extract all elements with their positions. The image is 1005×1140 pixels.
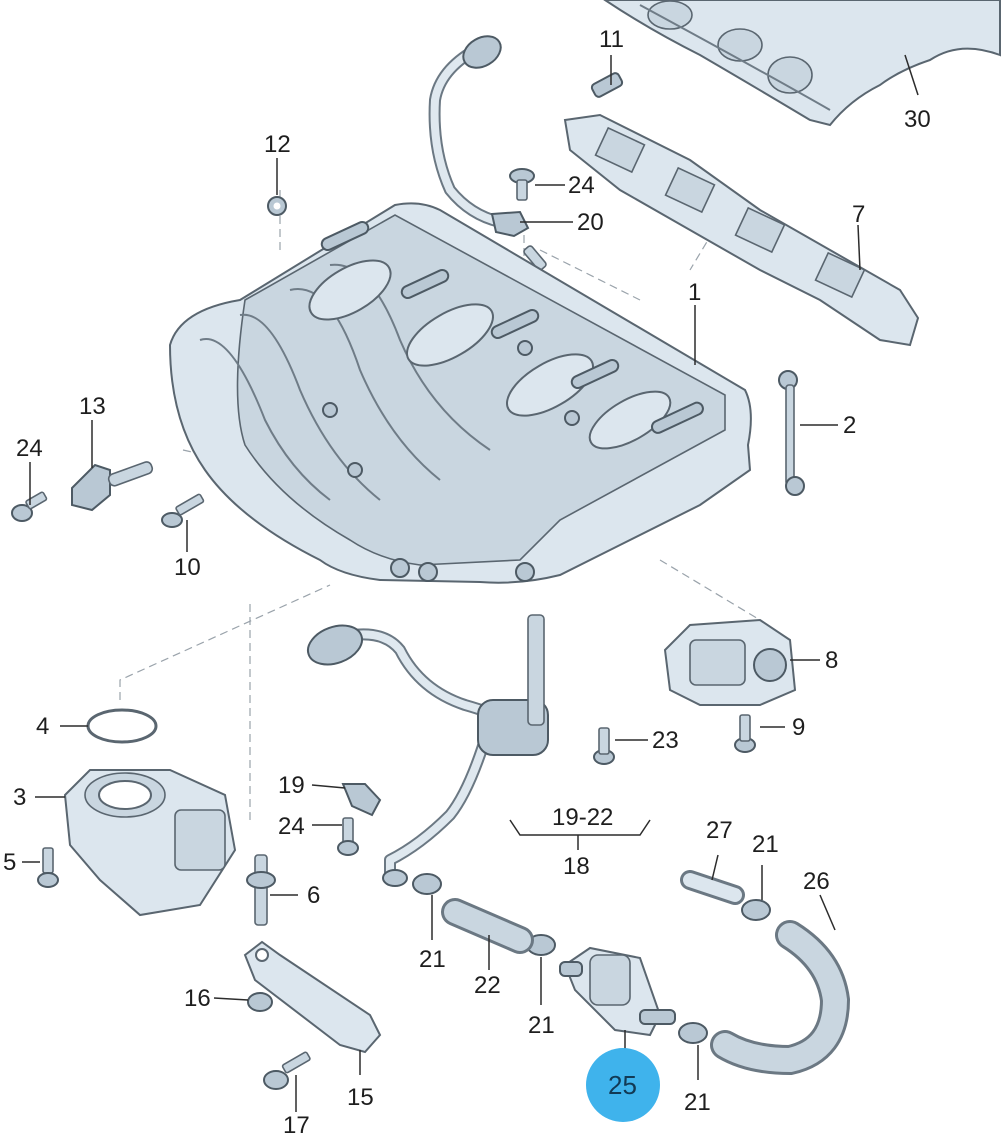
part-2-linkage-rod xyxy=(778,370,805,496)
callout-8: 8 xyxy=(825,647,838,674)
part-6-stud xyxy=(246,854,276,926)
part-11-stud xyxy=(590,72,624,98)
upper-breather-hose xyxy=(428,35,506,228)
callout-21-middle: 21 xyxy=(528,1012,555,1039)
part-24-screw-left xyxy=(11,491,48,522)
part-16-nut xyxy=(247,992,273,1012)
callout-4: 4 xyxy=(36,713,49,740)
part-5-screw xyxy=(37,847,59,888)
callout-2: 2 xyxy=(843,412,856,439)
callout-3: 3 xyxy=(13,784,26,811)
part-4-o-ring xyxy=(86,708,158,744)
callout-23: 23 xyxy=(652,727,679,754)
callout-15: 15 xyxy=(347,1084,374,1111)
callout-12: 12 xyxy=(264,131,291,158)
part-30-upper-manifold xyxy=(603,0,1001,127)
part-7-gasket xyxy=(563,113,920,347)
part-10-screw xyxy=(161,493,205,528)
leader-lines xyxy=(22,54,919,1112)
callout-19: 19 xyxy=(278,772,305,799)
part-23-screw xyxy=(593,727,615,765)
part-27-short-hose xyxy=(680,870,745,905)
highlight-circle-25 xyxy=(586,1048,660,1122)
part-22-hose xyxy=(441,898,534,954)
callout-27: 27 xyxy=(706,817,733,844)
callout-10: 10 xyxy=(174,554,201,581)
callout-13: 13 xyxy=(79,393,106,420)
part-26-long-hose xyxy=(710,920,851,1076)
callout-21-bottom: 21 xyxy=(684,1089,711,1116)
callout-9: 9 xyxy=(792,714,805,741)
part-24-screw-middle xyxy=(337,817,359,856)
part-20-clip xyxy=(490,210,547,271)
callout-5: 5 xyxy=(3,849,16,876)
callout-21-upper-right: 21 xyxy=(752,831,779,858)
callout-24-left: 24 xyxy=(16,435,43,462)
callout-20: 20 xyxy=(577,209,604,236)
lower-breather-hose xyxy=(306,614,549,887)
part-1-intake-manifold xyxy=(168,202,752,584)
part-8-actuator xyxy=(663,618,797,706)
part-17-screw xyxy=(263,1051,311,1090)
callout-17: 17 xyxy=(283,1112,310,1139)
callout-21-left: 21 xyxy=(419,946,446,973)
part-19-clip xyxy=(341,783,382,817)
callout-16: 16 xyxy=(184,985,211,1012)
callout-11: 11 xyxy=(599,26,624,53)
part-12-nut xyxy=(267,196,287,216)
part-25-valve xyxy=(559,946,676,1037)
part-3-throttle-body xyxy=(63,769,237,917)
callout-7: 7 xyxy=(852,201,865,228)
part-24-screw-top xyxy=(509,168,535,201)
part-9-screw xyxy=(734,714,756,753)
part-15-bracket xyxy=(243,940,382,1054)
callout-6: 6 xyxy=(307,882,320,909)
callout-24-middle: 24 xyxy=(278,813,305,840)
callout-18: 18 xyxy=(563,853,590,880)
callout-25: 25 xyxy=(608,1070,637,1100)
part-13-sensor xyxy=(71,461,154,512)
callout-labels: 11 30 12 24 20 7 1 2 13 24 10 8 9 23 4 3… xyxy=(3,26,931,1139)
callout-22: 22 xyxy=(474,972,501,999)
callout-1: 1 xyxy=(688,279,701,306)
callout-19-22: 19-22 xyxy=(552,804,613,831)
callout-26: 26 xyxy=(803,868,830,895)
callout-30: 30 xyxy=(904,106,931,133)
callout-24-top: 24 xyxy=(568,172,595,199)
